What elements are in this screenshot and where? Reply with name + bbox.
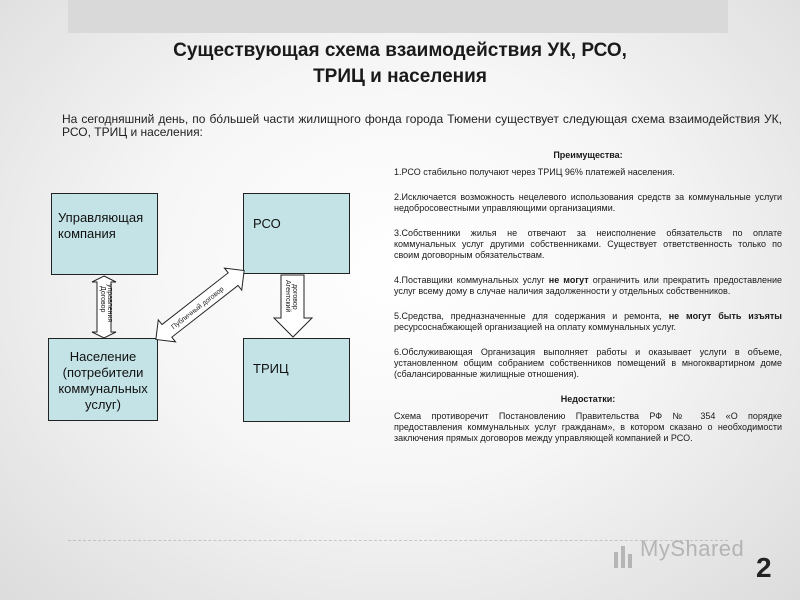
- box-tric: ТРИЦ: [243, 338, 350, 422]
- advantage-item-1: 1.РСО стабильно получают через ТРИЦ 96% …: [394, 167, 675, 177]
- advantage-item-2: 2.Исключается возможность нецелевого исп…: [394, 192, 782, 213]
- watermark-chart-icon: [614, 546, 632, 568]
- advantage-item-4: 4.Поставщики коммунальных услуг не могут…: [394, 275, 782, 297]
- arrow-management-contract-label-1: Договор: [99, 286, 106, 313]
- slide-title: Существующая схема взаимодействия УК, РС…: [0, 38, 800, 90]
- advantage-item-4-text-a: 4.Поставщики коммунальных услуг: [394, 275, 549, 285]
- arrow-public-contract-label: Публичный договор: [170, 285, 226, 331]
- box-tric-label: ТРИЦ: [253, 361, 289, 376]
- arrow-agency-contract-label-1: Агентский: [284, 280, 292, 312]
- watermark-text: MyShared: [640, 536, 745, 561]
- slide-number: 2: [756, 552, 772, 583]
- advantage-item-5: 5.Средства, предназначенные для содержан…: [394, 311, 782, 333]
- advantage-item-6: 6.Обслуживающая Организация выполняет ра…: [394, 347, 782, 379]
- advantage-item-5-text-b: ресурсоснабжающей организацией на оплату…: [394, 322, 676, 332]
- arrow-agency-contract: Агентский договор: [272, 274, 314, 338]
- arrow-management-contract: Договор управления: [91, 275, 117, 339]
- box-rso: РСО: [243, 193, 350, 274]
- title-line-1: Существующая схема взаимодействия УК, РС…: [173, 40, 627, 61]
- box-management-company-label: Управляющая компания: [58, 210, 144, 241]
- top-banner: [68, 0, 728, 33]
- advantage-item-5-bold: не могут быть изъяты: [668, 311, 782, 321]
- advantages-heading: Преимущества:: [553, 150, 623, 160]
- disadvantages-heading: Недостатки:: [560, 394, 616, 404]
- arrow-management-contract-label-2: управления: [106, 284, 113, 322]
- arrow-agency-contract-label-2: договор: [291, 284, 298, 310]
- intro-text: На сегодняшний день, по бо́льшей части ж…: [62, 112, 782, 139]
- arrow-public-contract: Публичный договор: [155, 267, 245, 343]
- box-population: Население (потребители коммунальных услу…: [48, 338, 158, 421]
- advantage-item-4-text-b: ограничить или прекратить предоставление…: [394, 275, 782, 296]
- title-line-2: ТРИЦ и населения: [313, 66, 487, 87]
- footer-divider: [68, 540, 728, 542]
- advantage-item-3: 3.Собственники жилья не отвечают за неис…: [394, 228, 782, 260]
- advantage-item-5-text-a: 5.Средства, предназначенные для содержан…: [394, 311, 669, 321]
- disadvantages-text: Схема противоречит Постановлению Правите…: [394, 411, 782, 443]
- advantage-item-4-bold: не могут: [548, 275, 589, 285]
- box-rso-label: РСО: [253, 216, 281, 231]
- box-population-label: Население (потребители коммунальных услу…: [58, 349, 148, 412]
- advantages-column: Преимущества: 1.РСО стабильно получают ч…: [394, 150, 782, 458]
- box-management-company: Управляющая компания: [51, 193, 158, 275]
